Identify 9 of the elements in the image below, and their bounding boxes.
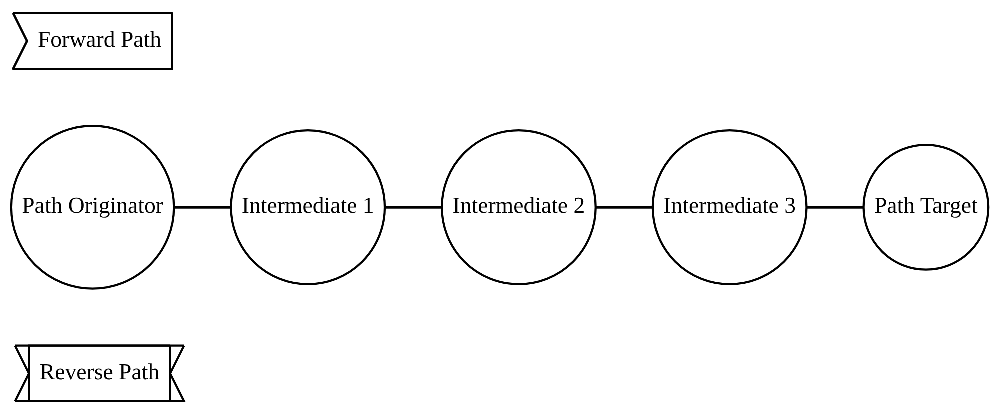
- node-circle: Path Originator: [10, 124, 176, 290]
- connector: [596, 206, 653, 208]
- node-circle: Path Target: [862, 144, 990, 270]
- node-circle: Intermediate 2: [441, 129, 597, 285]
- node-circle: Intermediate 3: [652, 129, 808, 285]
- node-circle: Intermediate 1: [230, 129, 386, 285]
- connector: [385, 206, 442, 208]
- connector: [174, 206, 232, 208]
- connector: [806, 206, 864, 208]
